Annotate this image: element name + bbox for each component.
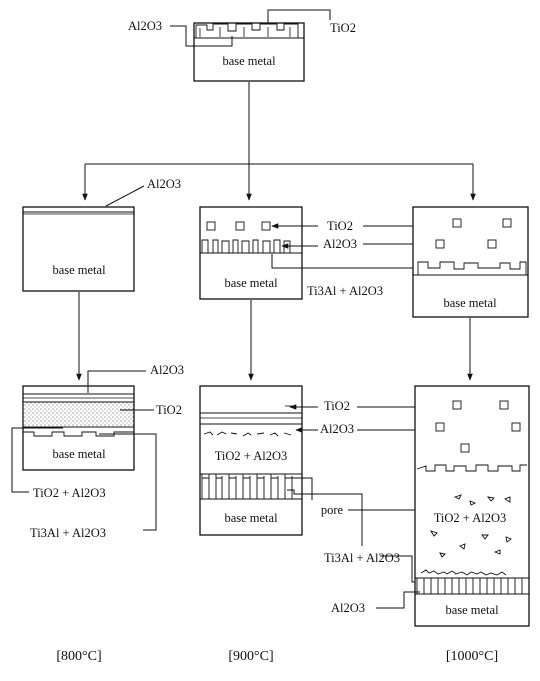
col800-mix-label: TiO2 + Al2O3	[33, 486, 106, 500]
mid-tio2-label: TiO2	[327, 219, 353, 233]
col800-al2o3-label: Al2O3	[150, 363, 184, 377]
col800-tio2-label: TiO2	[156, 403, 182, 417]
col1000-base-label-2: base metal	[445, 603, 499, 617]
top-al2o3-label: Al2O3	[128, 19, 162, 33]
col800-init-al2o3-label: Al2O3	[147, 177, 181, 191]
bot-al2o3-label: Al2O3	[320, 422, 354, 436]
mid-al2o3-label: Al2O3	[323, 237, 357, 251]
col1000-al2o3-label: Al2O3	[331, 601, 365, 615]
bot-ti3al-label: Ti3Al + Al2O3	[324, 551, 400, 565]
col900-temp: [900°C]	[228, 649, 273, 664]
col900-final: TiO2 + Al2O3 base metal [900°C]	[200, 386, 302, 664]
top-box	[194, 23, 304, 81]
mid-ti3al-label: Ti3Al + Al2O3	[307, 284, 383, 298]
col800-base-label-2: base metal	[52, 447, 106, 461]
top-specimen: base metal Al2O3 TiO2	[128, 10, 356, 81]
col1000-base-label-1: base metal	[443, 296, 497, 310]
col800-ti3al-label: Ti3Al + Al2O3	[30, 526, 106, 540]
col800-temp: [800°C]	[56, 649, 101, 664]
bot-pore-label: pore	[321, 503, 344, 517]
col1000-temp: [1000°C]	[446, 649, 498, 664]
col1000-final: TiO2 + Al2O3 base metal Al2O3 [1000°C]	[331, 386, 529, 664]
col800-base-label-1: base metal	[52, 263, 106, 277]
col900-base-label-1: base metal	[224, 276, 278, 290]
top-tio2-label: TiO2	[330, 21, 356, 35]
top-base-label: base metal	[222, 54, 276, 68]
col900-middle: base metal	[200, 207, 302, 299]
branch-arrows	[85, 82, 473, 200]
col900-mix-label: TiO2 + Al2O3	[215, 449, 288, 463]
col900-base-label-2: base metal	[224, 511, 278, 525]
bot-tio2-label: TiO2	[324, 399, 350, 413]
col1000-middle: base metal	[413, 207, 528, 317]
col1000-mix-label: TiO2 + Al2O3	[434, 511, 507, 525]
col800-initial: base metal Al2O3	[23, 177, 181, 291]
col800-final: base metal Al2O3 TiO2 TiO2 + Al2O3 Ti3Al…	[12, 363, 184, 664]
